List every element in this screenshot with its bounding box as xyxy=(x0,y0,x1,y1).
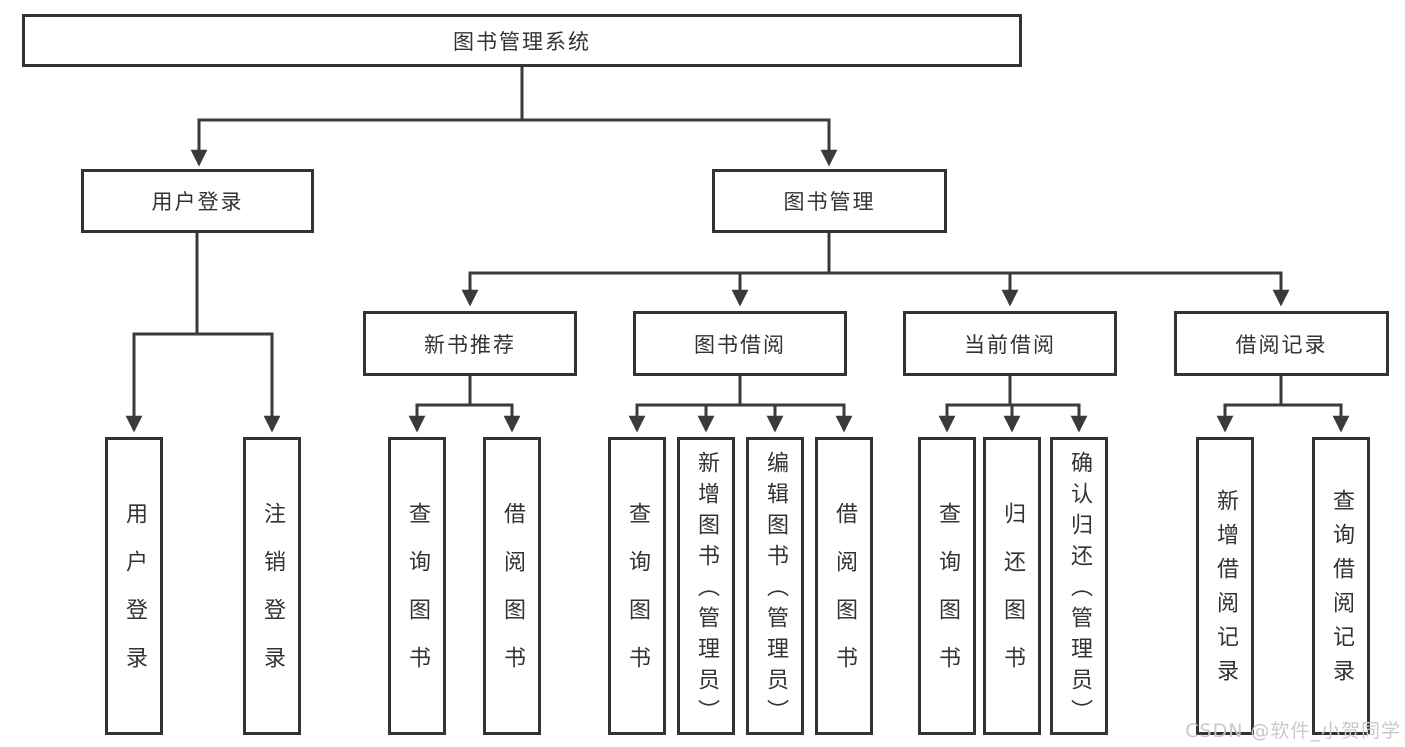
node-leaf-query-books-2: 查询图书 xyxy=(608,437,666,735)
node-leaf-borrow-books-2: 借阅图书 xyxy=(815,437,873,735)
node-label: 借阅记录 xyxy=(1235,332,1328,357)
node-label: 借阅图书 xyxy=(832,502,857,694)
node-label: 确认归还（管理员） xyxy=(1067,450,1092,730)
node-label: 新增借阅记录 xyxy=(1213,489,1238,693)
watermark-text: CSDN @软件_小贺同学 xyxy=(1185,720,1401,742)
node-leaf-query-borrow-record: 查询借阅记录 xyxy=(1312,437,1370,735)
node-leaf-query-books-1: 查询图书 xyxy=(388,437,446,735)
node-leaf-add-books-admin: 新增图书（管理员） xyxy=(677,437,735,735)
node-leaf-add-borrow-record: 新增借阅记录 xyxy=(1196,437,1254,735)
node-label: 查询图书 xyxy=(935,502,960,694)
node-leaf-query-books-3: 查询图书 xyxy=(918,437,976,735)
node-leaf-borrow-books-1: 借阅图书 xyxy=(483,437,541,735)
node-label: 查询借阅记录 xyxy=(1329,489,1354,693)
node-book-borrow: 图书借阅 xyxy=(633,311,847,376)
node-leaf-edit-books-admin: 编辑图书（管理员） xyxy=(746,437,804,735)
node-label: 新书推荐 xyxy=(424,332,516,357)
node-new-book-recommend: 新书推荐 xyxy=(363,311,577,376)
node-borrow-records: 借阅记录 xyxy=(1174,311,1389,376)
node-label: 编辑图书（管理员） xyxy=(763,450,788,730)
node-leaf-logout: 注销登录 xyxy=(243,437,301,735)
node-label: 查询图书 xyxy=(625,502,650,694)
node-label: 图书管理 xyxy=(783,190,876,214)
node-leaf-confirm-return-admin: 确认归还（管理员） xyxy=(1050,437,1108,735)
node-leaf-return-books: 归还图书 xyxy=(983,437,1041,735)
node-label: 当前借阅 xyxy=(964,332,1056,357)
node-label: 借阅图书 xyxy=(500,502,525,694)
node-label: 用户登录 xyxy=(151,190,244,214)
node-label: 注销登录 xyxy=(260,502,285,694)
node-current-borrow: 当前借阅 xyxy=(903,311,1117,376)
node-user-login: 用户登录 xyxy=(81,169,314,233)
node-label: 新增图书（管理员） xyxy=(694,450,719,730)
node-root-system: 图书管理系统 xyxy=(22,14,1022,67)
node-label: 归还图书 xyxy=(1000,502,1025,694)
node-label: 图书借阅 xyxy=(694,332,786,357)
node-leaf-user-login: 用户登录 xyxy=(105,437,163,735)
node-book-management: 图书管理 xyxy=(712,169,947,233)
node-label: 用户登录 xyxy=(122,502,147,694)
node-label: 图书管理系统 xyxy=(453,29,591,54)
node-label: 查询图书 xyxy=(405,502,430,694)
